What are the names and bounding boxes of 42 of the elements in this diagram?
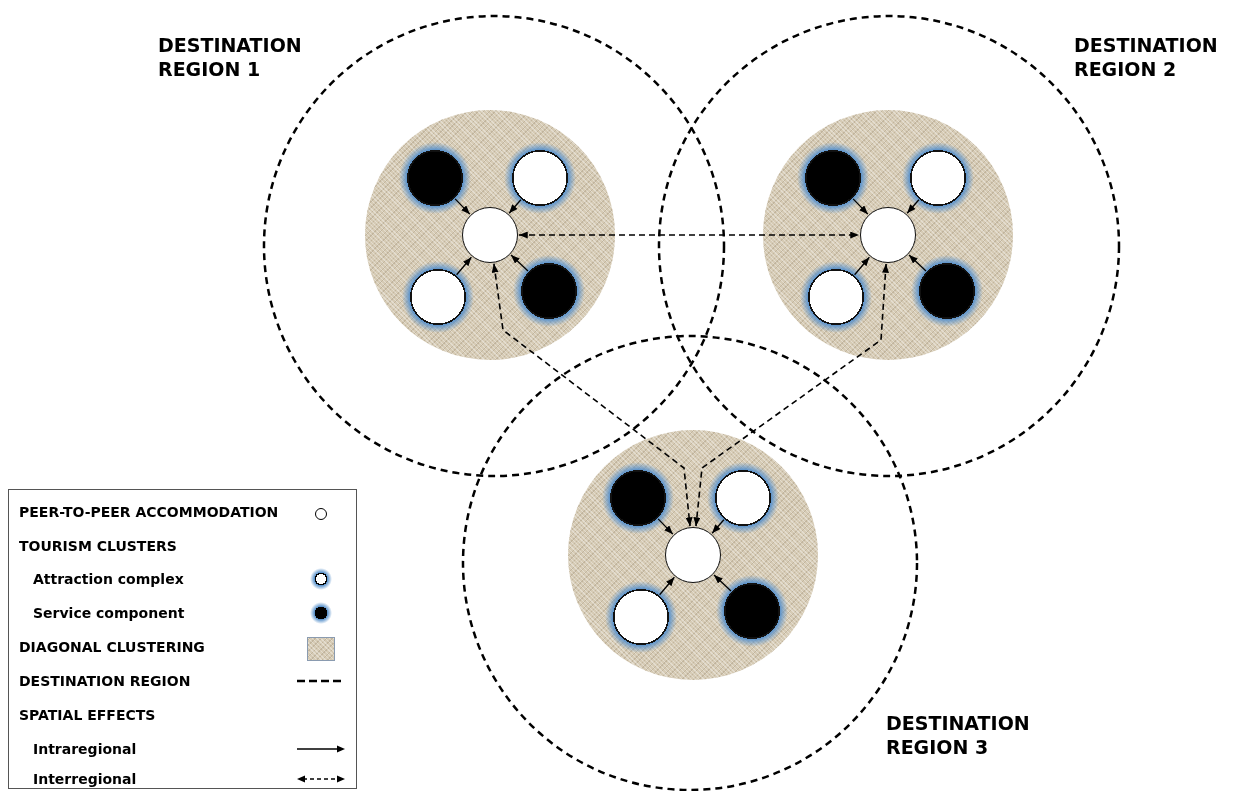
region-title: DESTINATION REGION 3 <box>886 711 1031 759</box>
arrow <box>510 254 529 272</box>
circle <box>665 527 721 583</box>
circle <box>860 207 916 263</box>
legend-label: DESTINATION REGION <box>19 673 191 689</box>
glowing-circle <box>605 581 677 653</box>
glowing-circle <box>399 142 471 214</box>
dashed-arrow <box>518 231 860 239</box>
glowing-circle <box>902 142 974 214</box>
legend-label: Interregional <box>33 771 137 787</box>
glowing-circle <box>800 261 872 333</box>
arrow <box>908 254 927 272</box>
arrow <box>456 256 472 276</box>
legend-label: DIAGONAL CLUSTERING <box>19 639 205 655</box>
glowing-circle <box>402 261 474 333</box>
glowing-circle <box>602 462 674 534</box>
arrow <box>711 519 725 534</box>
arrow <box>852 198 869 215</box>
legend-label: TOURISM CLUSTERS <box>19 538 177 554</box>
glowing-circle <box>911 255 983 327</box>
region-title: DESTINATION REGION 1 <box>158 33 303 81</box>
arrow <box>659 576 675 596</box>
circle <box>462 207 518 263</box>
glowing-circle <box>504 142 576 214</box>
glowing-circle <box>707 462 779 534</box>
legend-label: Service component <box>33 605 185 621</box>
dashed-arrow <box>693 263 889 527</box>
arrow <box>657 518 674 535</box>
glowing-circle <box>716 575 788 647</box>
arrow <box>454 198 471 215</box>
arrow <box>854 256 870 276</box>
arrow <box>508 199 522 214</box>
legend-label: Attraction complex <box>33 571 184 587</box>
legend-label: Intraregional <box>33 741 137 757</box>
glowing-circle <box>513 255 585 327</box>
region-title: DESTINATION REGION 2 <box>1074 33 1219 81</box>
arrow <box>713 574 732 592</box>
legend-label: PEER-TO-PEER ACCOMMODATION <box>19 504 279 520</box>
dashed-arrow <box>491 262 693 527</box>
glowing-circle <box>797 142 869 214</box>
legend-label: SPATIAL EFFECTS <box>19 707 156 723</box>
arrow <box>906 199 920 214</box>
